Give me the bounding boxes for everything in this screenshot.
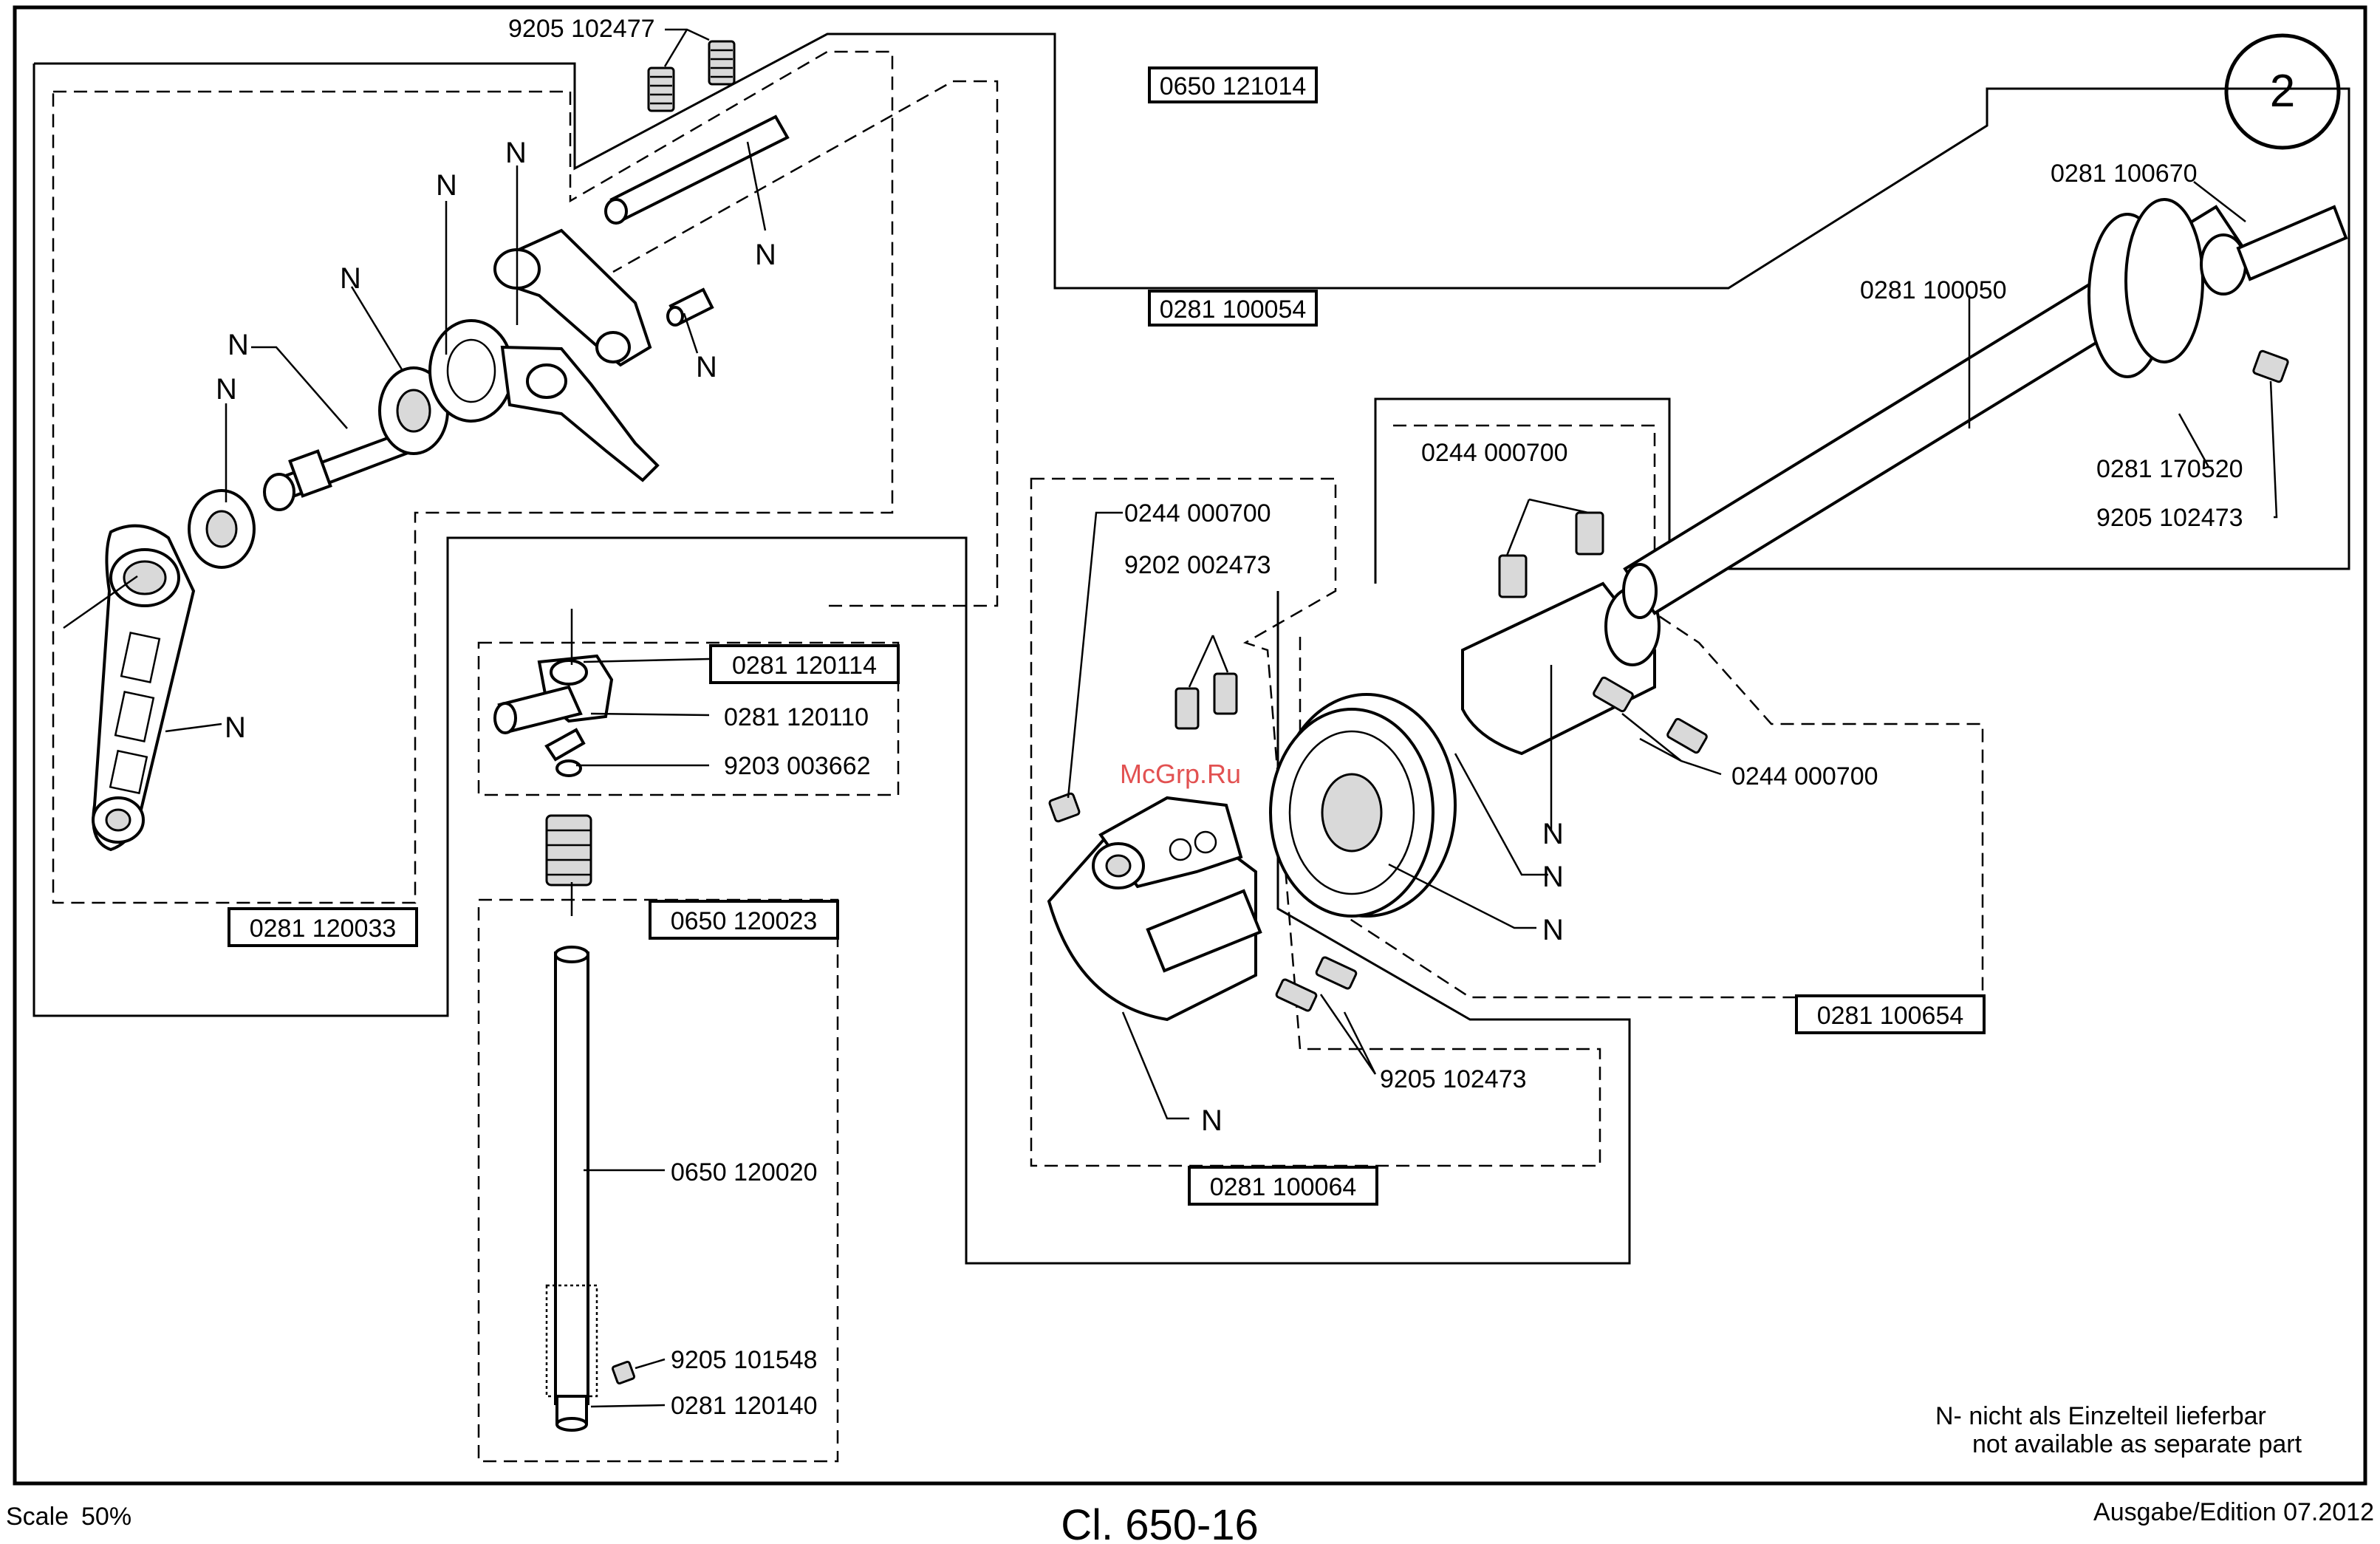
bolt-pin [604, 115, 790, 225]
boxed-label-0281-100054: 0281 100054 [1148, 290, 1318, 327]
svg-text:0281 100054: 0281 100054 [1160, 296, 1307, 324]
bearing-ring [378, 366, 449, 455]
svg-text:0650 120023: 0650 120023 [671, 907, 818, 935]
n-mark: N [755, 239, 776, 271]
crank-screws [1048, 672, 1358, 1012]
set-screws-top [647, 40, 736, 112]
svg-text:0281 120033: 0281 120033 [250, 915, 397, 943]
label-0281-170520: 0281 170520 [2096, 455, 2243, 483]
group-frame-left-outer [33, 64, 1631, 1265]
label-9205-102473-b: 9205 102473 [1380, 1065, 1527, 1093]
crank-arm [92, 524, 196, 852]
label-0281-120140: 0281 120140 [671, 1392, 818, 1420]
svg-text:0281 100064: 0281 100064 [1210, 1173, 1357, 1201]
boxed-label-0281-100064: 0281 100064 [1188, 1166, 1378, 1206]
label-0244-000700-b: 0244 000700 [1124, 499, 1271, 527]
svg-text:2: 2 [2270, 66, 2295, 117]
edition-label: Ausgabe/Edition 07.2012 [2093, 1498, 2374, 1526]
svg-text:0281 100654: 0281 100654 [1817, 1002, 1964, 1030]
page-number-badge: 2 [2224, 33, 2341, 150]
n-mark: N [216, 373, 237, 406]
needle-bar-clamp [493, 654, 614, 734]
n-mark: N [1201, 1104, 1223, 1137]
group-frame-100054 [52, 50, 894, 904]
label-9205-102477: 9205 102477 [508, 15, 655, 43]
label-9203-003662: 9203 003662 [724, 752, 871, 780]
n-mark: N [228, 329, 249, 361]
n-mark: N [1542, 914, 1564, 946]
balance-flange [1269, 693, 1457, 918]
n-mark: N [340, 262, 361, 295]
rocker-lever [428, 319, 660, 482]
n-mark: N [696, 351, 717, 383]
small-pin [666, 287, 714, 327]
eccentric-link [493, 228, 652, 367]
scale-value: 50% [81, 1503, 131, 1531]
needle-set-screw [611, 1360, 636, 1385]
group-frame-120023 [477, 898, 839, 1463]
spring [545, 814, 592, 887]
bearing-small [188, 489, 256, 569]
sheet-border [13, 5, 2367, 1486]
label-0244-000700-c: 0244 000700 [1731, 762, 1878, 790]
n-mark: N [1542, 818, 1564, 850]
label-0650-120020: 0650 120020 [671, 1158, 818, 1186]
group-frame-100054-link [612, 80, 999, 607]
group-frame-120114 [477, 641, 900, 796]
leader-lines [63, 28, 2278, 1408]
label-9205-101548: 9205 101548 [671, 1346, 818, 1374]
needle-bar [545, 946, 598, 1432]
boxed-label-0281-120114: 0281 120114 [709, 644, 900, 684]
boxed-label-0281-100654: 0281 100654 [1795, 994, 1986, 1034]
needle-drive-crank [1047, 796, 1262, 1022]
group-frame-121014 [34, 33, 2350, 584]
n-mark: N [436, 169, 457, 202]
boxed-label-0650-121014: 0650 121014 [1148, 66, 1318, 103]
n-pointer-lines [165, 141, 1553, 1120]
group-frame-100654 [1299, 424, 1984, 999]
boxed-label-0650-120023: 0650 120023 [649, 900, 839, 940]
label-0244-000700-a: 0244 000700 [1421, 439, 1568, 467]
boxed-label-0281-120033: 0281 120033 [228, 907, 418, 947]
diagram-title: Cl. 650-16 [1061, 1501, 1259, 1544]
main-shaft [1622, 198, 2348, 619]
n-mark: N [1542, 861, 1564, 893]
label-0281-100050: 0281 100050 [1860, 276, 2007, 304]
label-9202-002473: 9202 002473 [1124, 551, 1271, 579]
legend-line-1: N- nicht als Einzelteil lieferbar [1935, 1402, 2266, 1430]
label-0281-100670: 0281 100670 [2051, 160, 2198, 188]
clamp-screw [544, 728, 586, 777]
svg-text:0650 121014: 0650 121014 [1160, 72, 1307, 100]
scale-label: Scale [6, 1503, 69, 1531]
svg-text:0281 120114: 0281 120114 [732, 652, 877, 680]
n-mark: N [225, 711, 246, 744]
watermark: McGrp.Ru [1120, 759, 1241, 789]
label-9205-102473-a: 9205 102473 [2096, 504, 2243, 532]
label-0281-120110: 0281 120110 [724, 703, 869, 731]
n-mark: N [505, 137, 527, 169]
pin-shaft [263, 426, 428, 511]
legend-line-2: not available as separate part [1972, 1430, 2302, 1458]
